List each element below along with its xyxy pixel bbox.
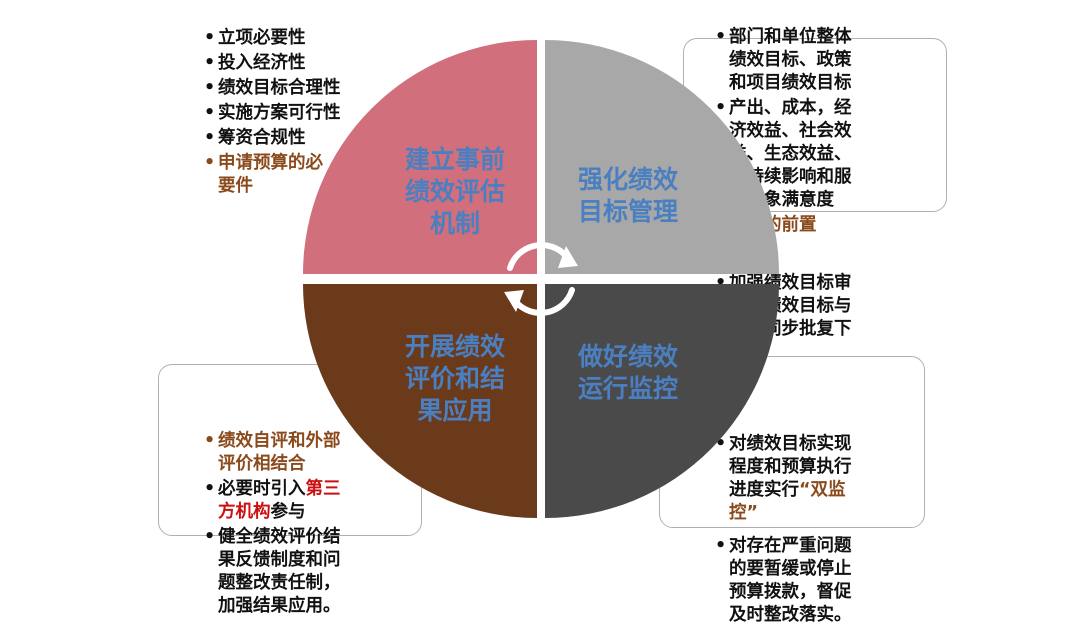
bl-label-2: 评价和结 xyxy=(405,364,505,393)
quadrant-br xyxy=(545,284,779,518)
tr-label-2: 目标管理 xyxy=(578,197,678,226)
arrow-head-icon xyxy=(558,246,578,268)
tl-item-1: 立项必要性 xyxy=(204,27,341,50)
tl-list: 立项必要性 投入经济性 绩效目标合理性 实施方案可行性 筹资合规性 申请预算的必… xyxy=(204,27,341,200)
cycle-arrows-icon xyxy=(507,242,575,316)
bl-item-2: 必要时引入第三 方机构参与 xyxy=(204,478,341,524)
br-list: 对绩效目标实现 程度和预算执行 进度实行“双监 控” 对存在严重问题 的要暂缓或… xyxy=(715,433,852,629)
bl-item-1: 绩效自评和外部 评价相结合 xyxy=(204,430,341,476)
bl-item-3: 健全绩效评价结 果反馈制度和问 题整改责任制， 加强结果应用。 xyxy=(204,526,341,618)
bl-label-1: 开展绩效 xyxy=(405,332,505,361)
quadrant-bl xyxy=(303,284,537,518)
tl-label-3: 机制 xyxy=(430,209,480,238)
br-item-2: 对存在严重问题 的要暂缓或停止 预算拨款，督促 及时整改落实。 xyxy=(715,535,852,627)
arrow-head-icon xyxy=(504,290,524,312)
bl-list: 绩效自评和外部 评价相结合 必要时引入第三 方机构参与 健全绩效评价结 果反馈制… xyxy=(204,430,341,620)
tr-label-1: 强化绩效 xyxy=(578,165,678,194)
quadrant-tl xyxy=(303,40,537,274)
tl-label-2: 绩效评估 xyxy=(405,177,505,206)
br-label-2: 运行监控 xyxy=(578,374,678,403)
tl-item-highlight: 申请预算的必 要件 xyxy=(204,152,341,198)
tl-item-4: 实施方案可行性 xyxy=(204,102,341,125)
quadrant-labels: 建立事前 绩效评估 机制 强化绩效 目标管理 开展绩效 评价和结 果应用 做好绩… xyxy=(405,145,678,425)
br-item-1: 对绩效目标实现 程度和预算执行 进度实行“双监 控” xyxy=(715,433,852,525)
tl-item-5: 筹资合规性 xyxy=(204,127,341,150)
quadrant-tr xyxy=(545,40,779,274)
bl-label-3: 果应用 xyxy=(417,396,492,425)
tl-item-2: 投入经济性 xyxy=(204,52,341,75)
tr-item-1: 部门和单位整体 绩效目标、政策 和项目绩效目标 xyxy=(715,26,852,95)
tl-label-1: 建立事前 xyxy=(405,145,505,174)
br-label-1: 做好绩效 xyxy=(577,342,678,371)
tl-item-3: 绩效目标合理性 xyxy=(204,77,341,100)
